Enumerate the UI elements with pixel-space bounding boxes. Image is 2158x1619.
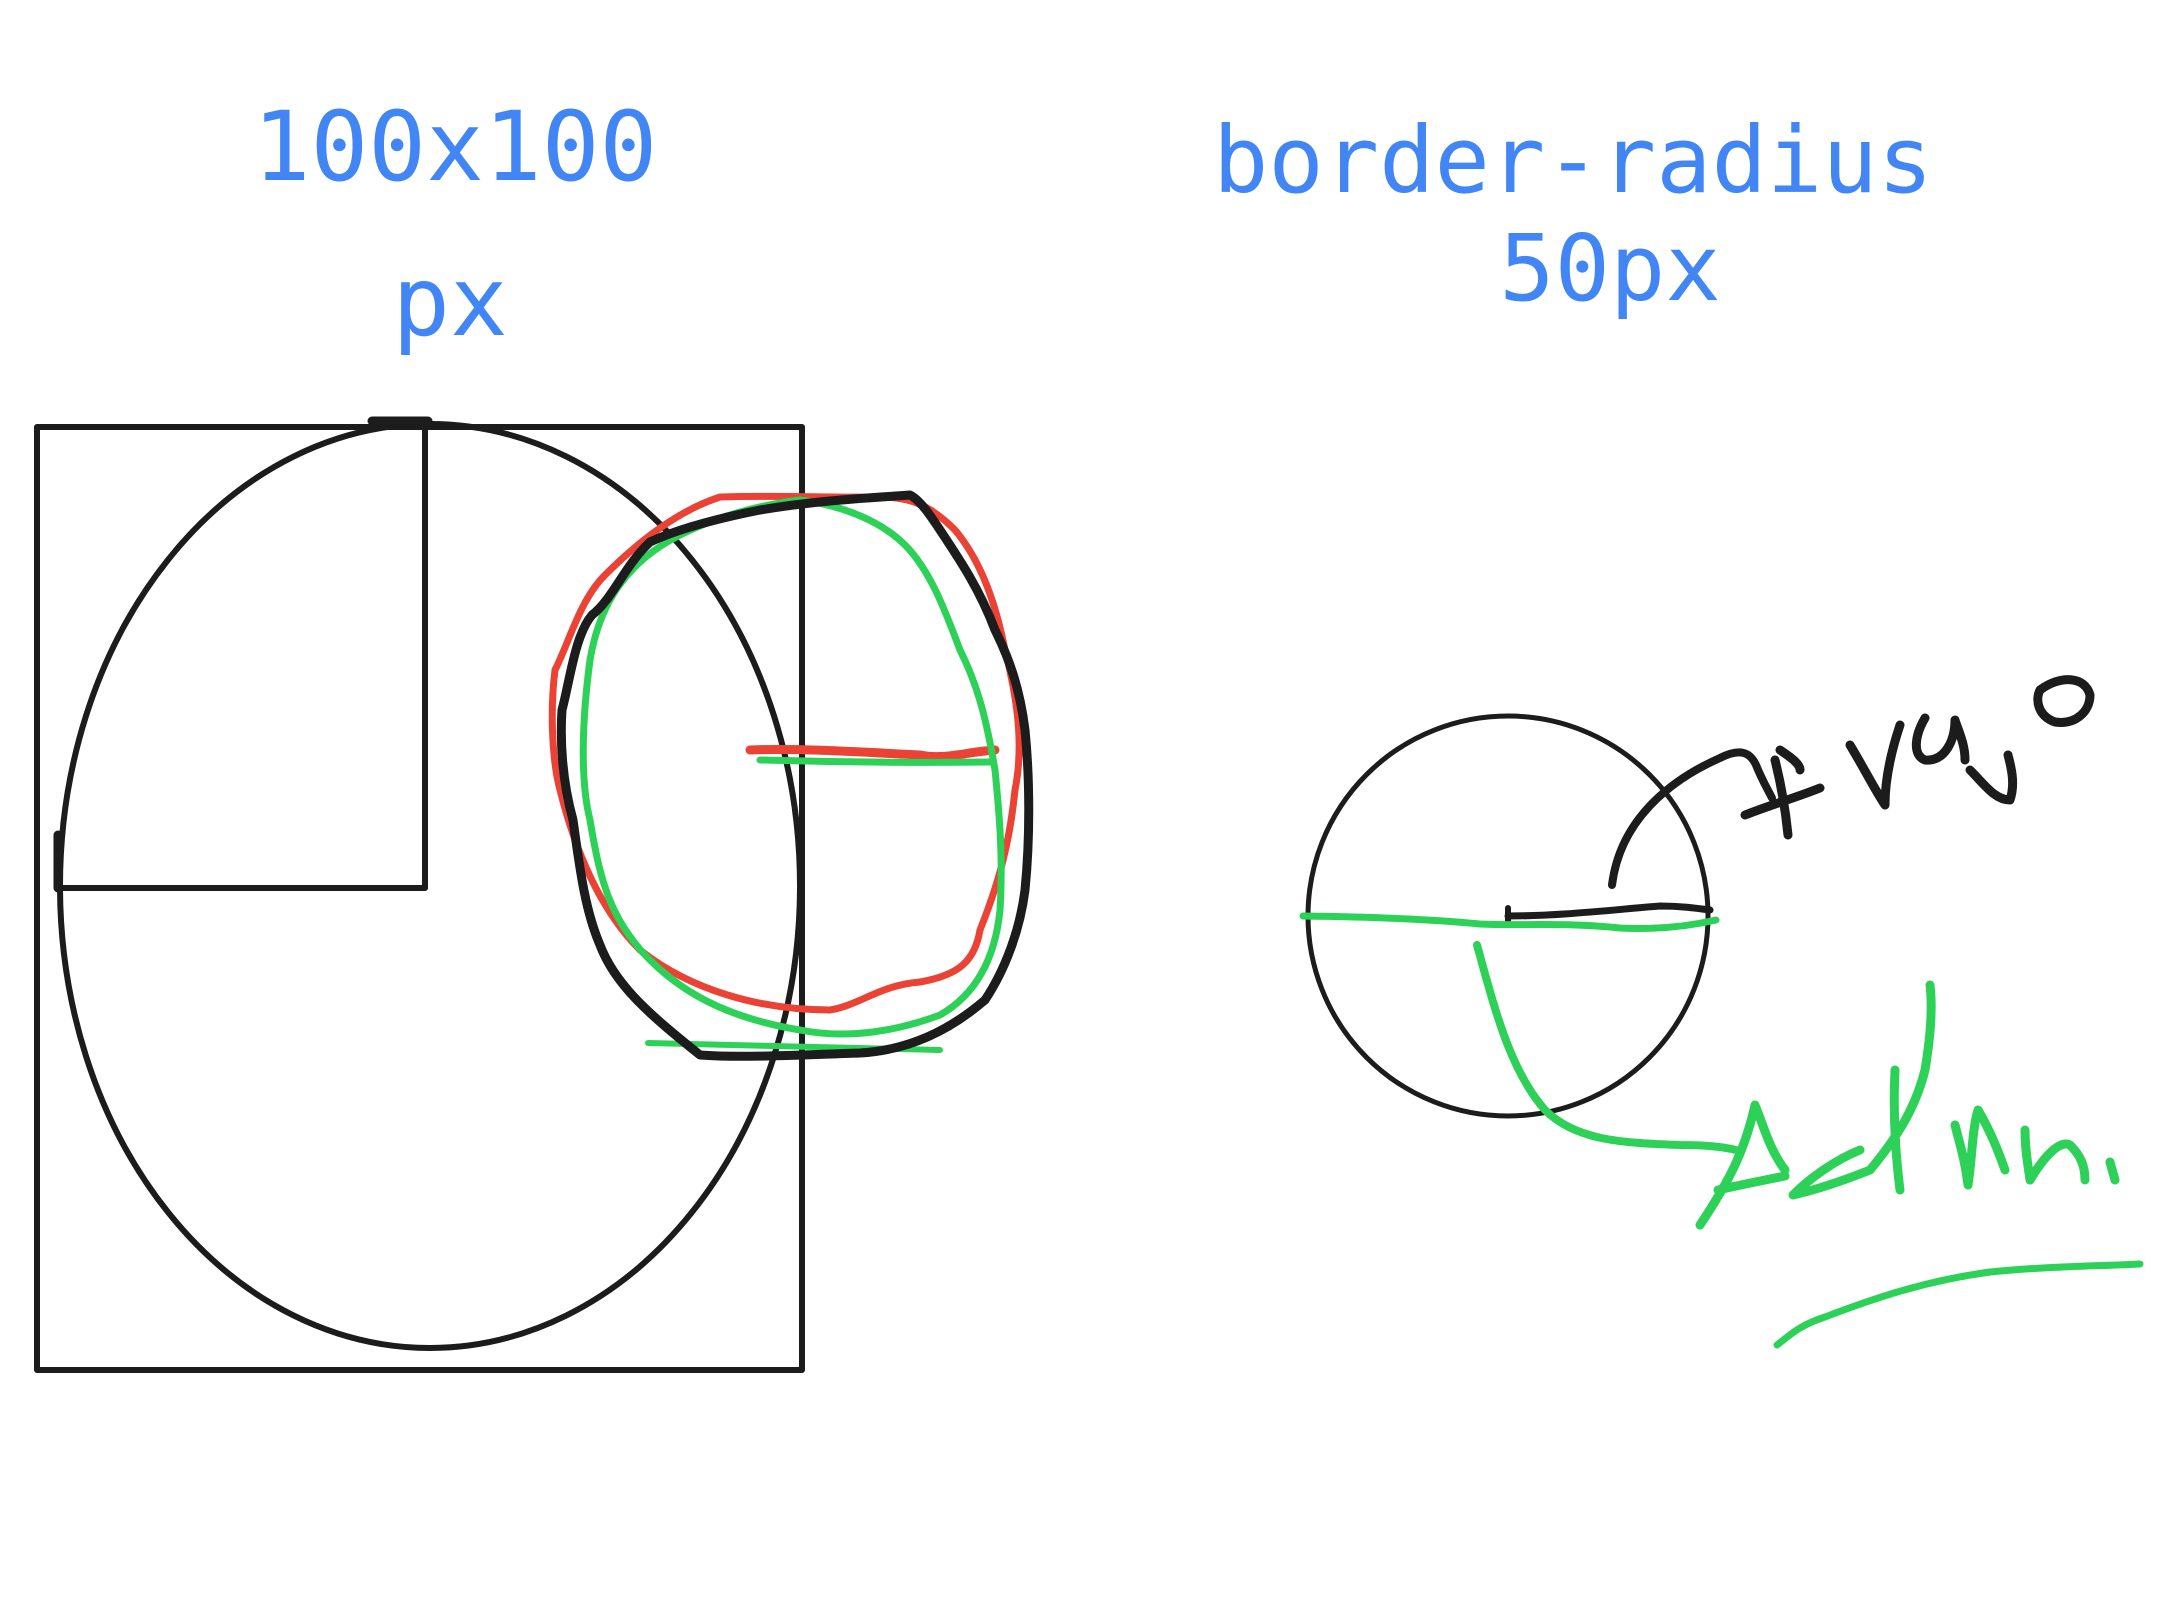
size-label-line1: 100x100 (253, 91, 658, 203)
square-box-diagram (34, 416, 805, 1373)
red-scribble (548, 492, 1023, 1014)
size-label-line2: px (392, 246, 508, 358)
green-scribble (579, 496, 1005, 1038)
diameter-pointer-arrow (1473, 941, 1740, 1154)
radius-lines (55, 422, 428, 891)
diameter-handwriting (1695, 980, 2144, 1349)
radius-line (1504, 902, 1714, 920)
radius-handwriting-strokes (1740, 675, 2095, 840)
black-scribble (556, 490, 1034, 1061)
square-box (34, 424, 805, 1373)
radius-handwriting (1740, 675, 2095, 840)
circle-diagram (1299, 713, 1776, 1154)
scribbled-circle (548, 490, 1034, 1061)
radius-label-line1: border-radius (1213, 107, 1933, 214)
radius-label-line2: 50px (1499, 215, 1721, 322)
diameter-handwriting-strokes (1695, 980, 2120, 1230)
red-inner-line (745, 744, 1000, 762)
diameter-line (1299, 912, 1720, 933)
diameter-underline (1773, 1260, 2144, 1349)
green-inner-line (756, 756, 994, 766)
radius-pointer-arrow (1608, 748, 1776, 889)
